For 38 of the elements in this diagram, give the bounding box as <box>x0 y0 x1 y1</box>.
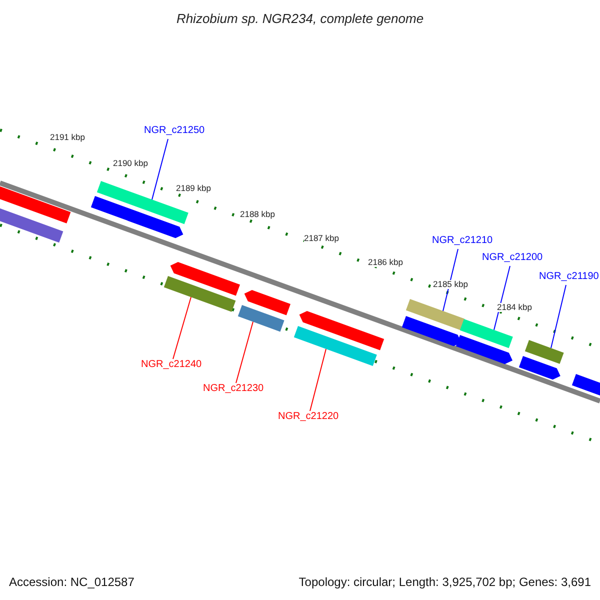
gene-bar <box>518 356 560 380</box>
gene-bar <box>244 290 290 316</box>
gene-bar <box>456 335 512 364</box>
gene-bar <box>524 340 564 364</box>
leader-line <box>494 266 510 330</box>
gene-bar <box>164 276 236 312</box>
leader-line <box>172 296 192 360</box>
scale-label: 2187 kbp <box>304 234 339 242</box>
footer-text: Topology: circular; Length: 3,925,702 bp; Genes: 3,691 <box>298 576 591 588</box>
gene-bar <box>90 196 184 238</box>
gene-label: NGR_c21190 <box>539 272 599 282</box>
leader-line <box>152 138 168 200</box>
gene-label: NGR_c21240 <box>141 360 202 370</box>
scale-label: 2188 kbp <box>240 210 275 218</box>
scale-label: 2190 kbp <box>113 159 148 168</box>
gene-label: NGR_c21230 <box>203 384 264 394</box>
gene-bar <box>294 326 377 366</box>
gene-bar <box>460 319 513 348</box>
gene-bar <box>406 299 464 330</box>
gene-label: NGR_c21250 <box>144 126 205 136</box>
scale-label: 2184 kbp <box>497 303 532 312</box>
leader-line <box>236 321 254 384</box>
gene-bar <box>299 311 384 350</box>
gene-label: NGR_c21220 <box>278 412 339 422</box>
gene-bar <box>170 262 240 296</box>
scale-label: 2186 kbp <box>368 258 403 266</box>
leader-line <box>442 248 458 312</box>
leader-line <box>310 348 326 412</box>
leader-line <box>550 284 566 348</box>
scale-label: 2191 kbp <box>50 133 85 142</box>
gene-bar <box>402 316 462 346</box>
gene-label: NGR_c21210 <box>432 236 493 246</box>
scale-label: 2185 kbp <box>433 280 468 288</box>
gene-bar <box>238 305 284 332</box>
gene-label: NGR_c21200 <box>482 253 543 263</box>
footer-text: Accession: NC_012587 <box>9 576 134 588</box>
scale-label: 2189 kbp <box>176 184 211 192</box>
diagram-title: Rhizobium sp. NGR234, complete genome <box>175 12 425 25</box>
